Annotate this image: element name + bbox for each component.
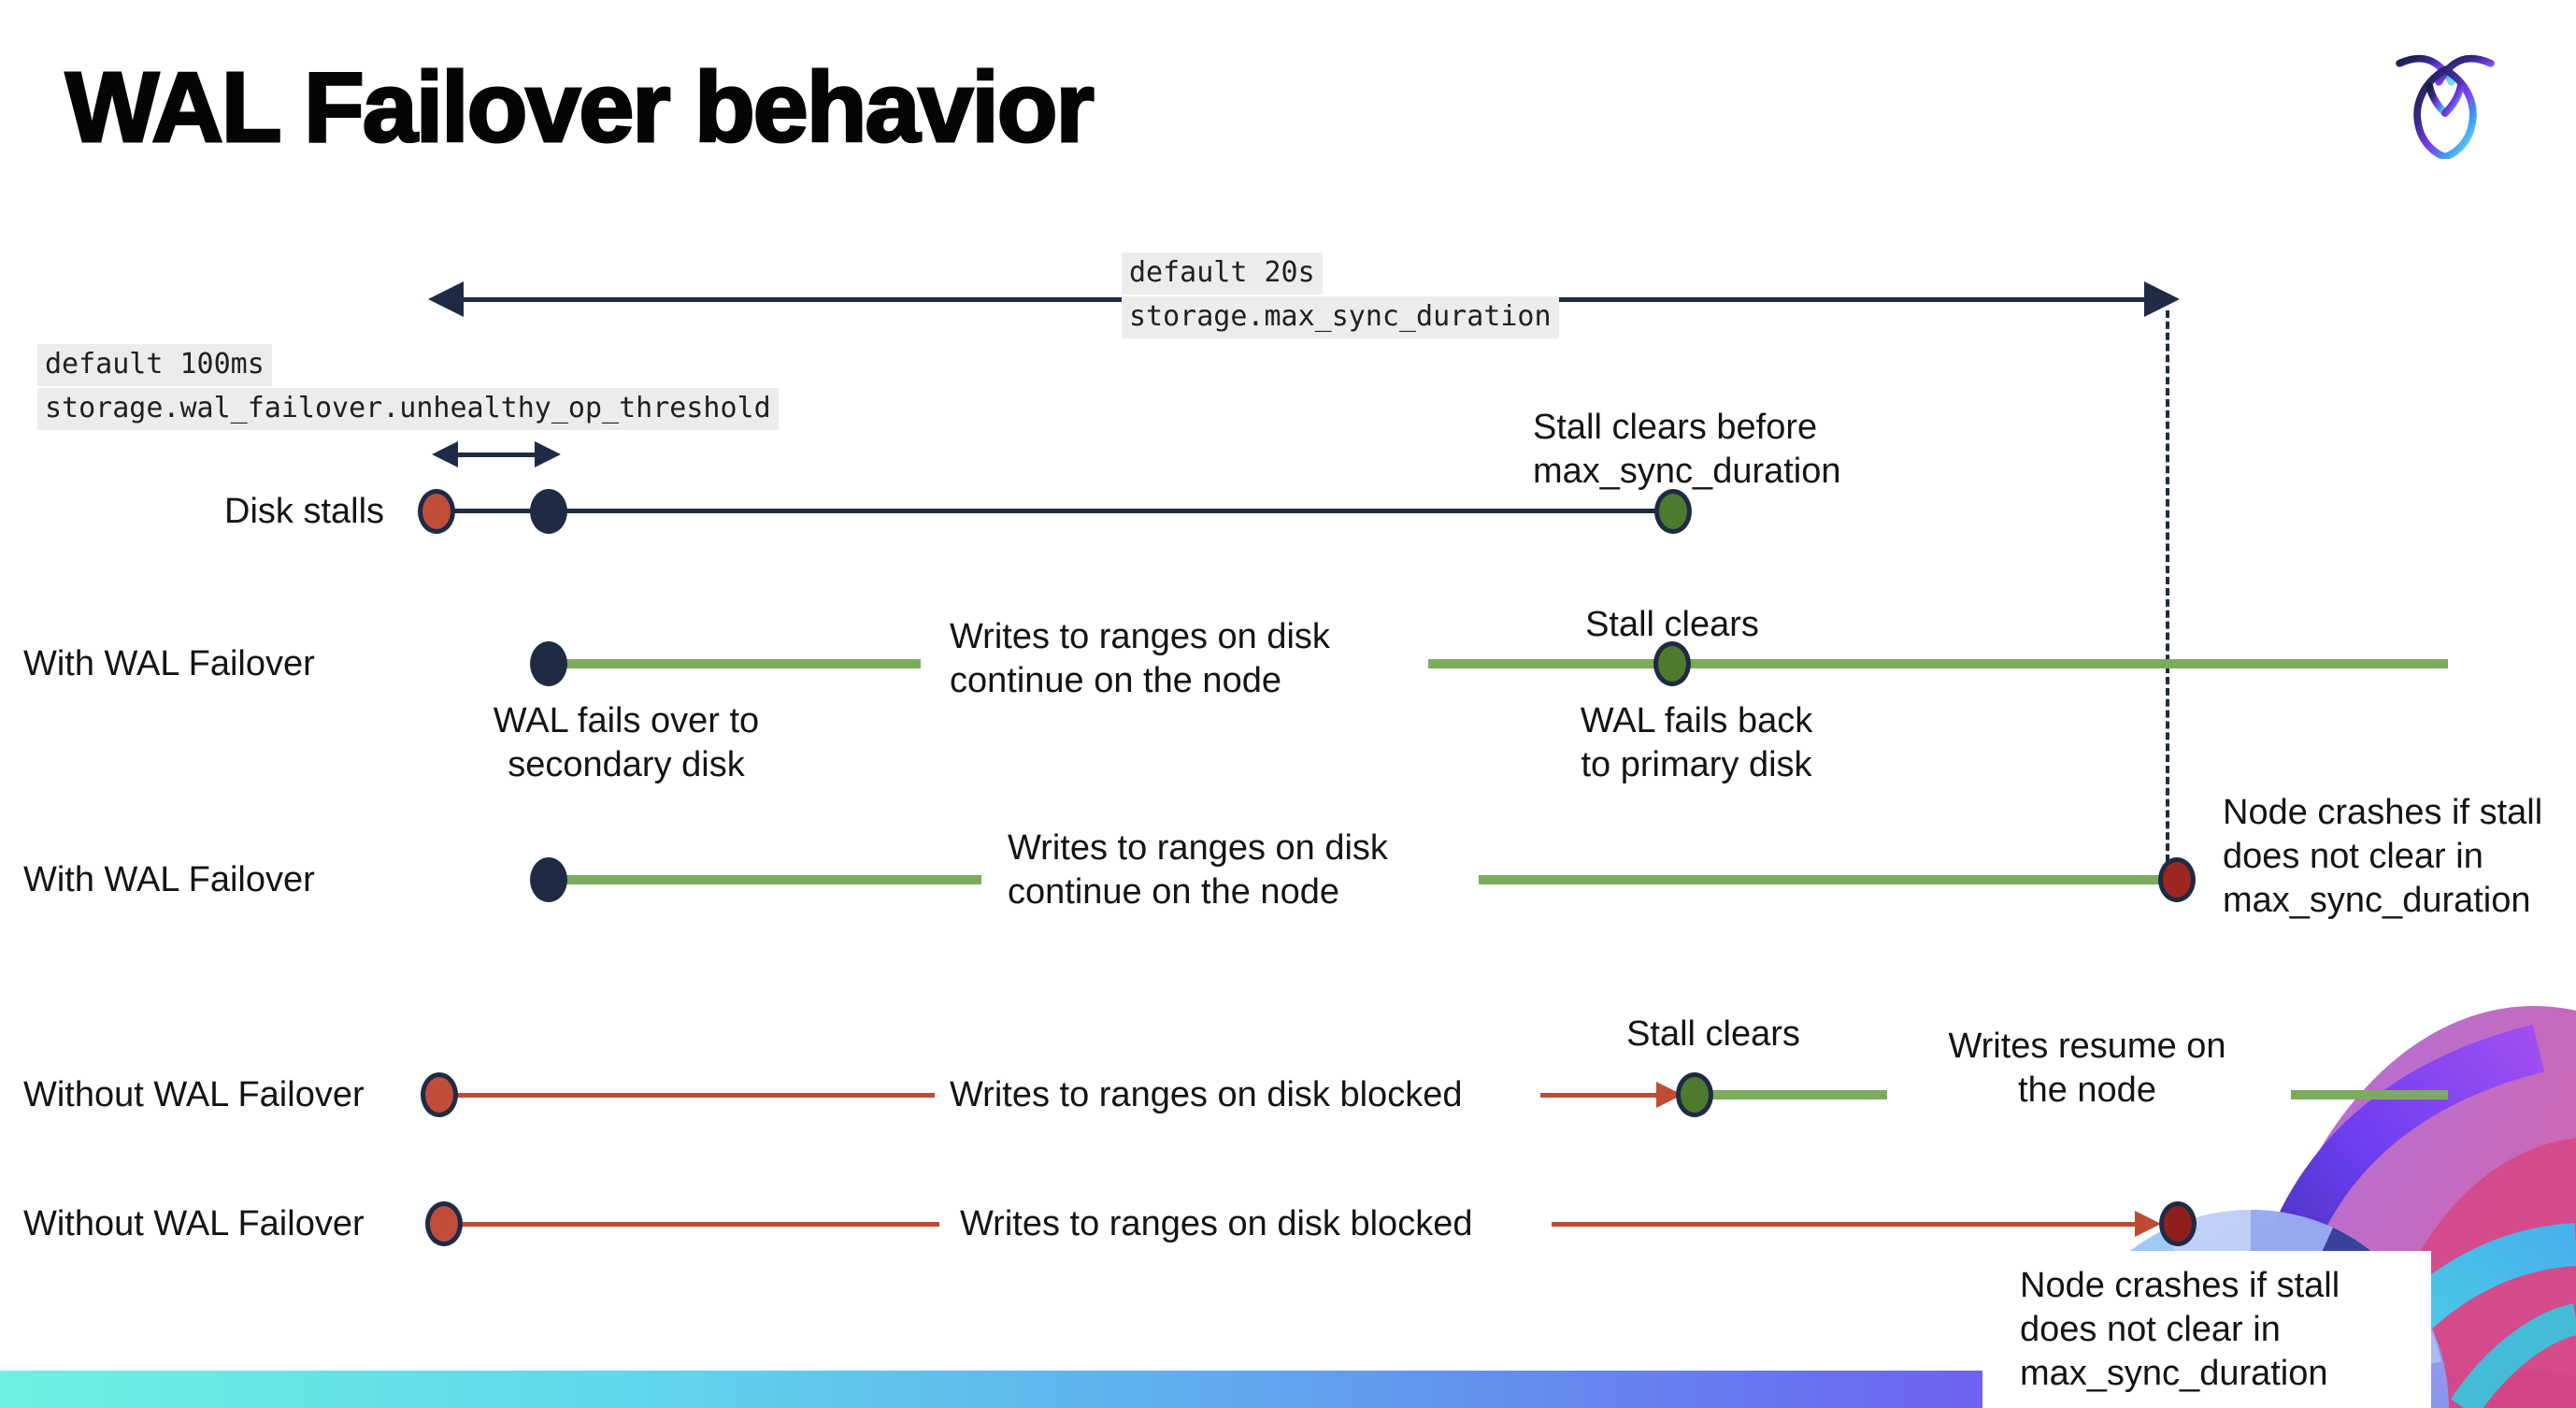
max-sync-duration-callout: default 20s storage.max_sync_duration <box>1122 252 1559 340</box>
row-label-without-wal-failover-1: Without WAL Failover <box>23 1075 365 1114</box>
unhealthy-op-threshold-callout: default 100ms storage.wal_failover.unhea… <box>37 344 779 432</box>
writes-blocked-line-b <box>1540 1093 1671 1098</box>
node-crash-dot-2 <box>2159 1201 2197 1246</box>
stall-start-dot-3 <box>425 1201 463 1246</box>
stall-clears-before-note: Stall clears before max_sync_duration <box>1533 408 1841 491</box>
writes-resume-line-b <box>2291 1090 2448 1099</box>
node-crash-note-1: Node crashes if stall does not clear in … <box>2223 793 2543 920</box>
writes-continue-line-a <box>556 659 921 668</box>
node-crash-dot-1 <box>2158 857 2196 902</box>
stall-start-dot <box>418 489 455 534</box>
writes-blocked-line-c <box>444 1222 939 1227</box>
writes-blocked-note-2: Writes to ranges on disk blocked <box>960 1204 1473 1243</box>
small-arrowhead-left-icon <box>432 441 458 467</box>
stall-start-dot-2 <box>421 1072 458 1117</box>
page-title: WAL Failover behavior <box>64 51 1096 165</box>
threshold-dot <box>530 489 567 534</box>
unhealthy-threshold-span-line <box>454 453 537 457</box>
arrowhead-left-icon <box>428 281 464 317</box>
writes-continue-note-2: Writes to ranges on disk continue on the… <box>1008 828 1388 912</box>
unhealthy-setting-label: storage.wal_failover.unhealthy_op_thresh… <box>37 388 779 430</box>
stall-clears-dot-2 <box>1653 641 1691 686</box>
failover-dot-2 <box>530 857 567 902</box>
node-crash-note-2: Node crashes if stall does not clear in … <box>2020 1266 2340 1393</box>
disk-stall-timeline <box>436 509 1673 513</box>
arrowhead-right-icon <box>2144 281 2180 317</box>
stall-clears-dot <box>1654 489 1692 534</box>
crash-note-card <box>1982 1251 2431 1408</box>
writes-resume-note: Writes resume on the node <box>1948 1027 2226 1110</box>
row-label-disk-stalls: Disk stalls <box>224 492 385 531</box>
small-arrowhead-right-icon <box>535 441 561 467</box>
writes-blocked-line-a <box>439 1093 935 1098</box>
failover-dot <box>530 641 567 686</box>
row-label-without-wal-failover-2: Without WAL Failover <box>23 1204 365 1243</box>
max-sync-deadline-dashed-line <box>2166 310 2169 862</box>
stall-clears-label-1: Stall clears <box>1585 605 1759 644</box>
writes-resume-line-a <box>1705 1090 1887 1099</box>
max-sync-default-label: default 20s <box>1122 252 1323 295</box>
writes-continue-line-c <box>556 875 981 884</box>
writes-continue-line-d <box>1479 875 2168 884</box>
row-label-with-wal-failover-1: With WAL Failover <box>23 644 315 683</box>
writes-continue-line-b <box>1428 659 2448 668</box>
failback-note: WAL fails back to primary disk <box>1580 701 1813 784</box>
red-arrowhead-icon-2 <box>2135 1211 2161 1237</box>
cockroachdb-logo-icon <box>2393 47 2497 161</box>
writes-continue-note-1: Writes to ranges on disk continue on the… <box>950 617 1330 700</box>
stall-clears-label-2: Stall clears <box>1626 1014 1800 1054</box>
writes-blocked-line-d <box>1552 1222 2150 1227</box>
failover-note: WAL fails over to secondary disk <box>493 701 760 784</box>
stall-clears-dot-3 <box>1676 1072 1713 1117</box>
max-sync-setting-label: storage.max_sync_duration <box>1122 296 1559 338</box>
row-label-with-wal-failover-2: With WAL Failover <box>23 860 315 899</box>
unhealthy-default-label: default 100ms <box>37 344 272 386</box>
writes-blocked-note-1: Writes to ranges on disk blocked <box>950 1075 1463 1114</box>
